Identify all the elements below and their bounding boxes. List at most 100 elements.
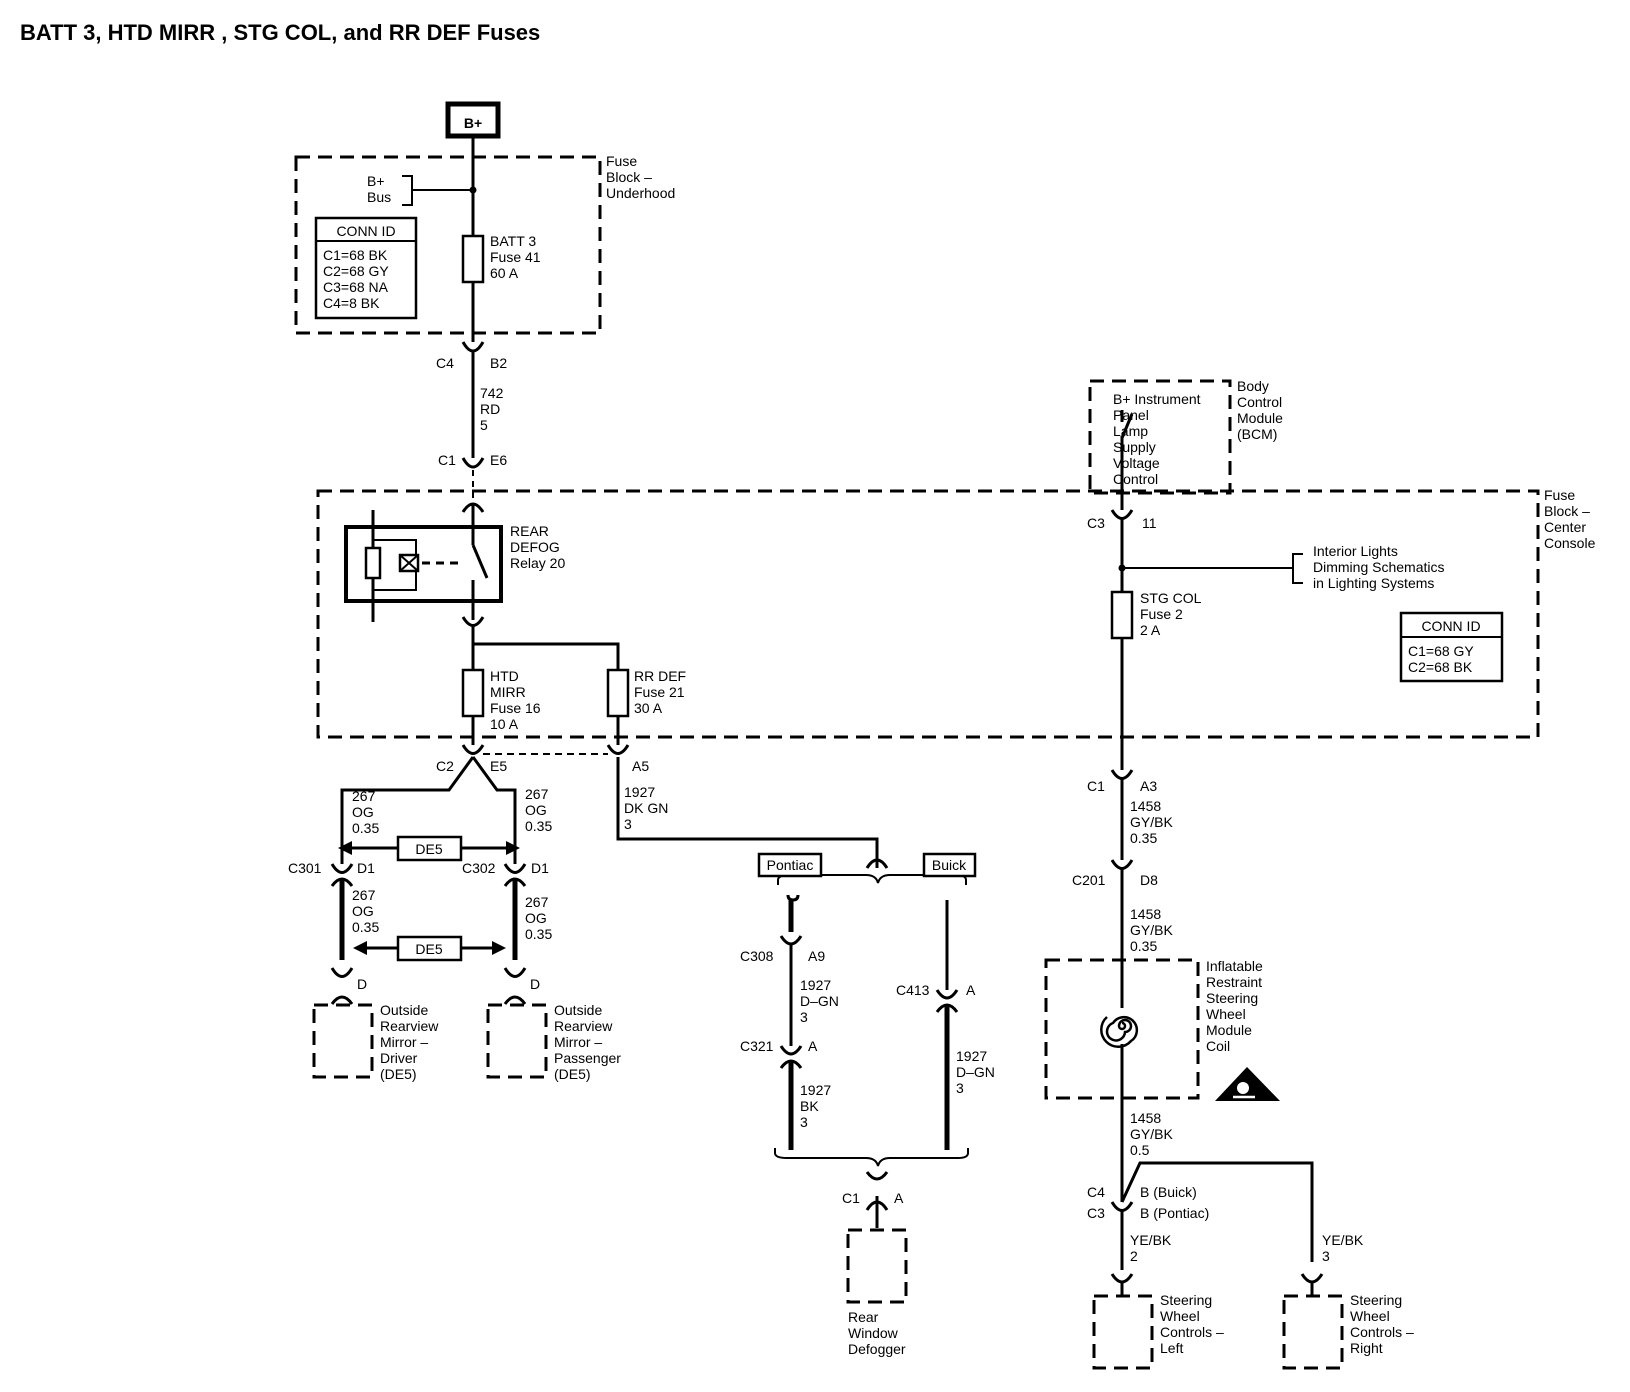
e6-label: E6 <box>490 452 507 468</box>
steering-wheel-controls-right <box>1282 1294 1344 1370</box>
d-pin-driver: D <box>357 976 367 992</box>
body-control-module <box>1088 379 1232 495</box>
connector-c321 <box>779 1045 803 1056</box>
c301-pin: D1 <box>357 860 375 876</box>
b-plus-label: B+ <box>464 115 482 131</box>
connector-c1-e6 <box>461 457 485 469</box>
buick-label: Buick <box>932 857 967 873</box>
stg-col-fuse-symbol <box>1110 590 1134 640</box>
d8-label: D8 <box>1140 872 1158 888</box>
c2-label: C2 <box>436 758 454 774</box>
connector-c308 <box>779 935 803 946</box>
c302-label: C302 <box>462 860 496 876</box>
c413-label: C413 <box>896 982 930 998</box>
de5-label-2: DE5 <box>415 941 442 957</box>
c4-label-steering: C4 <box>1087 1184 1105 1200</box>
bus-bracket <box>402 175 473 206</box>
c4-label: C4 <box>436 355 454 371</box>
pontiac-label: Pontiac <box>767 857 814 873</box>
de5-label: DE5 <box>415 841 442 857</box>
connector-c4-c3-steering <box>1110 1201 1134 1212</box>
c3-label: C3 <box>1087 515 1105 531</box>
steering-wheel-controls-left <box>1092 1294 1154 1370</box>
mirror-driver-component <box>312 1003 374 1079</box>
b-pontiac-label: B (Pontiac) <box>1140 1205 1209 1221</box>
batt3-fuse-symbol <box>461 234 485 284</box>
connector-c4-b2 <box>461 341 485 353</box>
conn-id-title: CONN ID <box>336 223 395 239</box>
rear-defog-relay <box>344 525 503 603</box>
conn-id-underhood <box>314 216 418 320</box>
a9-label: A9 <box>808 948 825 964</box>
c301-label: C301 <box>288 860 322 876</box>
clockspring-coil-icon <box>1100 1015 1139 1048</box>
htd-mirr-fuse-symbol <box>461 668 485 718</box>
c321-pin: A <box>808 1038 818 1054</box>
option-brace-bottom <box>774 1148 969 1167</box>
conn-id-center <box>1399 611 1504 683</box>
fuse-block-underhood <box>294 155 602 335</box>
airbag-warning-icon <box>1215 1067 1280 1101</box>
pin-11-label: 11 <box>1142 515 1157 531</box>
relay-switch <box>471 544 489 579</box>
a3-label: A3 <box>1140 778 1157 794</box>
connector-c1-a3 <box>1110 769 1134 780</box>
connector-c413 <box>935 989 959 1000</box>
rr-def-fuse-symbol <box>606 668 630 718</box>
c302-pin: D1 <box>531 860 549 876</box>
connector-c2-e5 <box>461 744 485 755</box>
c1-label: C1 <box>438 452 456 468</box>
a5-label: A5 <box>632 758 649 774</box>
c201-label: C201 <box>1072 872 1106 888</box>
c413-pin: A <box>966 982 976 998</box>
connector-d-passenger <box>503 967 527 978</box>
d-pin-passenger: D <box>530 976 540 992</box>
c1-defog-label: C1 <box>842 1190 860 1206</box>
connector-a5 <box>606 744 630 755</box>
c3-label-steering: C3 <box>1087 1205 1105 1221</box>
fuse-block-center-console <box>316 489 1540 739</box>
connector-c201-d8 <box>1110 859 1134 870</box>
bus-label: B+Bus <box>367 173 391 205</box>
conn-id-center-title: CONN ID <box>1421 618 1480 634</box>
c1-defog-pin: A <box>894 1190 904 1206</box>
b2-label: B2 <box>490 355 507 371</box>
pontiac-option-box <box>757 852 823 878</box>
de5-option-box-2 <box>396 935 463 962</box>
e5-label: E5 <box>490 758 507 774</box>
buick-option-box <box>922 852 977 878</box>
page-title: BATT 3, HTD MIRR , STG COL, and RR DEF F… <box>20 20 540 45</box>
mirror-passenger-component <box>486 1003 548 1079</box>
connector-c301 <box>330 863 354 874</box>
c308-label: C308 <box>740 948 774 964</box>
